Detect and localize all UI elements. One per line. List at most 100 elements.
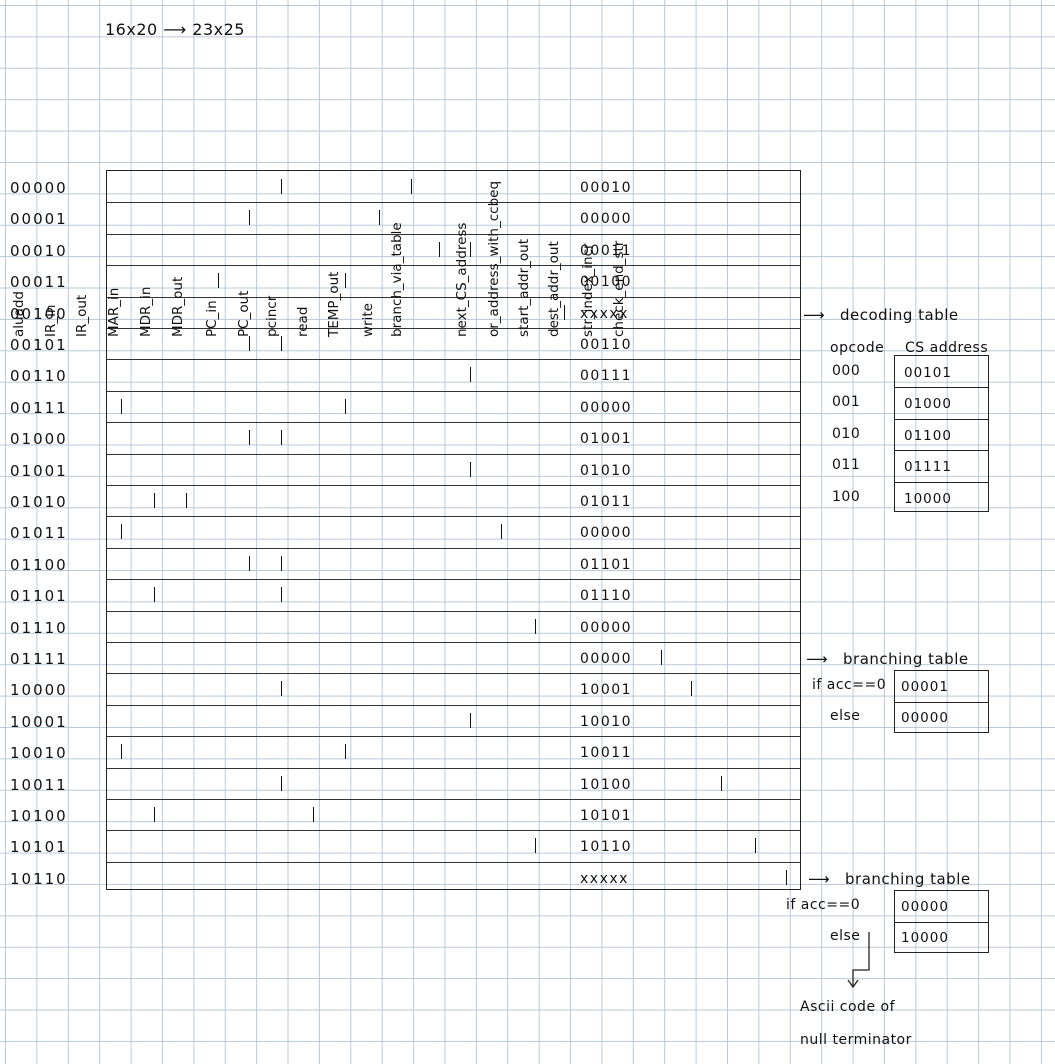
row-divider [107,547,800,549]
row-divider [107,485,800,486]
branching-address: 10000 [901,930,949,947]
branching-row-divider [895,922,988,924]
signal-mark-MDR_in [313,807,314,822]
signal-mark-MDR_out [345,398,346,414]
row-divider [107,453,800,455]
next-cs-address-value: 00100 [580,274,633,291]
row-address: 00111 [10,398,68,417]
row-divider [107,579,800,581]
row-address: 10011 [10,775,68,794]
next-cs-address-value: 00010 [580,180,633,196]
signal-mark-read [470,712,471,728]
signal-mark-MAR_in [281,775,282,791]
row-divider [107,736,800,738]
next-cs-address-value: 00000 [580,399,633,416]
signal-mark-start_addr_out [691,681,692,697]
next-cs-address-value: 00111 [580,368,633,385]
signal-mark-IR_out [249,210,250,226]
row-address: 01010 [10,493,68,511]
row-address: 00010 [10,241,68,260]
signal-mark-write [535,618,536,634]
next-cs-address-value: 01001 [580,431,633,448]
row-address: 00011 [10,273,68,292]
decoding-opcode: 011 [832,457,861,474]
row-divider [107,359,800,361]
next-cs-address-value: 10101 [580,808,633,824]
note-pointer-icon [847,932,870,989]
branching-address: 00001 [901,679,949,695]
next-cs-address-value: 01011 [580,494,633,510]
row-address: 10100 [10,807,68,825]
next-cs-address-value: 10001 [580,682,633,699]
branching-condition: else [830,928,861,945]
signal-mark-dest_addr_out [721,775,722,791]
row-address: 01110 [10,618,68,637]
row-address: 00001 [10,210,68,229]
decoding-opcode: 100 [832,488,861,505]
next-cs-address-value: 01110 [580,588,633,605]
signal-mark-ACC_in [121,524,122,540]
signal-mark-PC_out [411,179,412,194]
row-address: 00100 [10,304,68,323]
next-cs-address-value: 00000 [580,619,633,636]
row-divider [107,673,800,675]
row-divider [107,233,800,235]
decoding-col-opcode: opcode [830,340,885,356]
signal-mark-MAR_in [281,336,282,351]
note-line-2: null terminator [800,1032,912,1048]
signal-mark-ACC_out [154,587,155,603]
signal-mark-MAR_in [281,681,282,697]
signal-mark-or_address_with_ccbeq [661,650,662,665]
row-address: 10101 [10,838,68,857]
branching-arrow-1: ⟶ [806,650,828,668]
row-address: 00110 [10,367,68,386]
decoding-row-divider [895,387,988,389]
signal-mark-branch_via_table [564,304,565,320]
decoding-col-cs: CS address [905,340,989,356]
row-divider [107,830,800,832]
signal-mark-MAR_in [281,587,282,603]
row-address: 01100 [10,555,68,574]
row-divider [107,296,800,298]
row-divider [107,704,800,706]
row-address: 01000 [10,430,68,449]
next-cs-address-value: 00000 [580,211,633,228]
signal-mark-ACC_out [154,493,155,508]
decoding-cs-address: 01100 [904,427,952,444]
decoding-opcode: 001 [832,394,861,411]
branching-table-2: 00000 10000 [894,890,989,953]
signal-mark-PC_in [379,210,380,226]
signal-mark-IR_out [249,430,250,446]
signal-mark-MAR_in [281,179,282,194]
signal-mark-str_index_incr [755,838,756,854]
decoding-cs-address: 01000 [904,396,952,413]
decoding-row-divider [895,450,988,452]
decoding-cs-address: 10000 [904,490,952,507]
signal-mark-ACC_out [154,807,155,822]
branching-condition: if acc==0 [786,897,861,913]
row-address: 01011 [10,524,68,543]
branching-title-1: branching table [843,650,969,668]
header-note: 16x20 ⟶ 23x25 [105,20,245,39]
branching-condition: else [830,708,861,725]
row-address: 01111 [10,650,68,668]
signal-mark-read [470,241,471,257]
row-divider [107,642,800,643]
row-divider [107,610,800,612]
row-divider [107,202,800,204]
signal-mark-read [470,367,471,383]
signal-mark-aluadd [186,493,187,508]
signal-mark-pcincr [439,241,440,257]
next-cs-address-value: 00000 [580,525,633,542]
decoding-opcode: 010 [832,425,861,442]
branching-arrow-2: ⟶ [808,870,830,888]
row-divider [107,516,800,518]
next-cs-address-value: xxxxx [580,870,629,887]
row-divider [107,328,800,329]
row-divider [107,799,800,800]
row-divider [107,390,800,392]
signal-mark-check_end_str [786,869,787,885]
note-line-1: Ascii code of [800,999,896,1015]
branching-address: 00000 [901,899,949,915]
